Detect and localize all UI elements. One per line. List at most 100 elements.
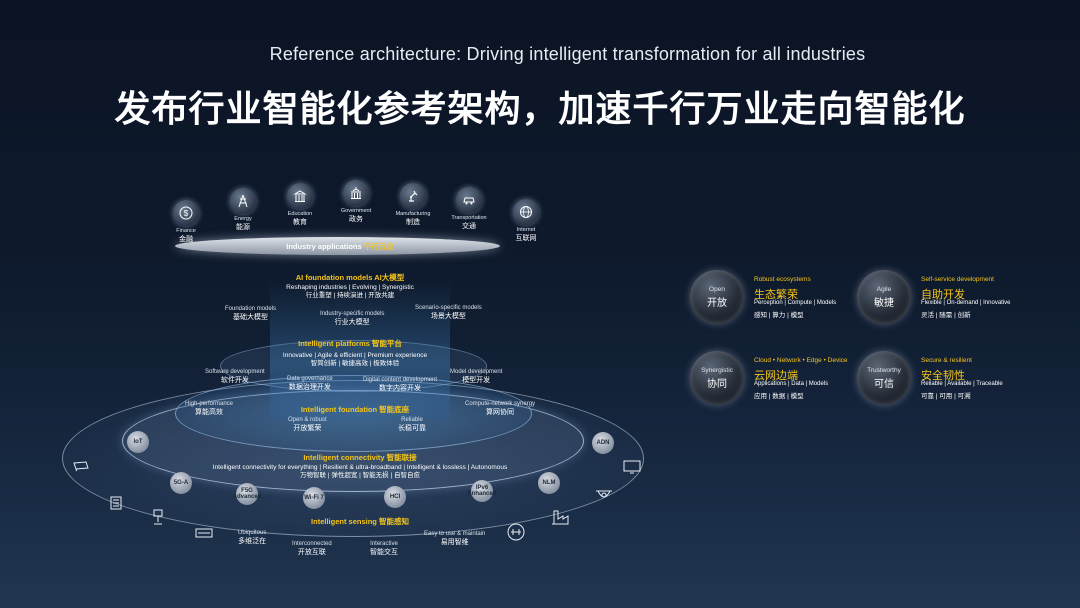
industry-label-en: Energy — [234, 216, 252, 222]
platforms-line-zh: 智简创新 | 敏捷高效 | 极致体验 — [310, 360, 400, 368]
open-robust-label: Open & robust 开放繁荣 — [288, 417, 327, 433]
tech-ipv6: IPv6 Enhanced — [468, 480, 496, 502]
robot-arm-icon — [400, 183, 426, 209]
industry-transportation: Transportation 交通 — [449, 187, 489, 231]
sensing-zh: 智能感知 — [378, 517, 409, 526]
industry-label-zh: 能源 — [236, 224, 250, 231]
industry-education: Education 教育 — [280, 183, 320, 227]
feature-detail-zh: 可靠 | 可用 | 可溯 — [921, 393, 971, 400]
tech-f5g: F5G Advanced — [233, 483, 261, 505]
building-sensor-icon — [108, 495, 124, 514]
connectivity-en: Intelligent connectivity — [303, 453, 385, 462]
tech-5ga: 5G-A — [170, 472, 192, 494]
industry-label-zh: 交通 — [462, 223, 476, 230]
label-en: Digital content development — [363, 377, 438, 383]
platforms-desc: Innovative | Agile & efficient | Premium… — [240, 352, 470, 369]
tech-hci: HCI — [384, 486, 406, 508]
car-icon — [456, 187, 482, 213]
label-en: High-performance — [185, 401, 234, 407]
easy-maintain-label: Easy to use & maintain 易用智维 — [424, 531, 485, 547]
feature-trustworthy: Trustworthy 可信 Secure & resilient 安全韧性 R… — [857, 351, 1027, 411]
industry-label-en: Government — [340, 208, 372, 214]
industry-label-en: Internet — [516, 227, 536, 233]
industry-label-zh: 制造 — [406, 219, 420, 226]
architecture-diagram: $ Finance 金融 Energy 能源 Education 教育 Gove… — [60, 175, 660, 575]
feature-detail-zh: 感知 | 算力 | 模型 — [754, 312, 804, 319]
factory-icon — [550, 508, 570, 529]
reliable-label: Reliable 长稳可靠 — [398, 417, 426, 433]
digital-content-label: Digital content development 数字内容开发 — [363, 377, 437, 393]
industry-energy: Energy 能源 — [223, 188, 263, 232]
label-en: Reliable — [401, 417, 423, 423]
label-en: Industry-specific models — [320, 311, 385, 317]
label-zh: 智能交互 — [370, 548, 398, 556]
label-en: Open & robust — [288, 417, 327, 423]
feature-orb: Agile 敏捷 — [857, 270, 911, 324]
industry-label-zh: 教育 — [293, 219, 307, 226]
connectivity-line-zh: 万物智联 | 弹性超宽 | 智能无损 | 自智自愈 — [300, 472, 420, 480]
feature-heading-en: Robust ecosystems — [754, 276, 811, 283]
ai-models-line-zh: 行业重塑 | 持续演进 | 开放共建 — [305, 292, 395, 300]
orb-label-zh: 敏捷 — [874, 298, 894, 309]
high-performance-label: High-performance 算能高效 — [185, 401, 233, 417]
orb-label-en: Agile — [876, 286, 892, 293]
label-zh: 长稳可靠 — [398, 424, 426, 432]
label-zh: 数字内容开发 — [379, 384, 422, 392]
connectivity-line-en: Intelligent connectivity for everything … — [212, 464, 508, 471]
globe-icon — [513, 199, 539, 225]
label-zh: 软件开发 — [220, 376, 249, 384]
industry-finance: $ Finance 金融 — [166, 200, 206, 244]
industry-label-zh: 金融 — [179, 236, 193, 243]
feature-heading-zh: 生态繁荣 — [754, 289, 798, 301]
feature-heading-en: Self-service development — [921, 276, 994, 283]
feature-heading-en: Secure & resilient — [921, 357, 972, 364]
monitor-icon — [622, 459, 642, 478]
feature-synergistic: Synergistic 协同 Cloud • Network • Edge • … — [690, 351, 855, 411]
label-en: Model development — [450, 369, 503, 375]
feature-detail-en: Perception | Compute | Models — [754, 300, 837, 306]
industry-label-en: Transportation — [451, 215, 487, 221]
connectivity-desc: Intelligent connectivity for everything … — [200, 464, 520, 481]
orb-label-en: Synergistic — [701, 367, 733, 374]
label-zh: 算网协同 — [486, 408, 515, 416]
foundation-title: Intelligent foundation 智能底座 — [250, 404, 460, 415]
model-dev-label: Model development 模型开发 — [450, 369, 502, 385]
sensing-en: Intelligent sensing — [311, 517, 377, 526]
label-en: Easy to use & maintain — [424, 531, 486, 537]
ubiquitous-label: Ubiquitous 多维泛在 — [238, 530, 266, 546]
foundation-models-label: Foundation models 基础大模型 — [225, 306, 276, 322]
label-zh: 数据治理开发 — [288, 383, 331, 391]
city-skyline-image — [270, 280, 450, 420]
orb-label-zh: 协同 — [707, 379, 727, 390]
tech-adn: ADN — [592, 432, 614, 454]
label-zh: 算能高效 — [195, 408, 224, 416]
feature-heading-zh: 安全韧性 — [921, 370, 965, 382]
orb-label-zh: 可信 — [874, 379, 894, 390]
robot-icon — [150, 508, 166, 529]
label-en: Data governance — [287, 376, 333, 382]
orb-label-zh: 开放 — [707, 298, 727, 309]
industry-internet: Internet 互联网 — [506, 199, 546, 243]
school-building-icon — [287, 183, 313, 209]
industry-label-en: Manufacturing — [395, 211, 431, 217]
platforms-title: Intelligent platforms 智能平台 — [250, 338, 450, 349]
feature-detail-zh: 灵活 | 随需 | 创新 — [921, 312, 971, 319]
dome-camera-icon — [594, 487, 614, 506]
label-zh: 开放繁荣 — [293, 424, 322, 432]
feature-agile: Agile 敏捷 Self-service development 自助开发 F… — [857, 270, 1027, 330]
government-building-icon — [343, 180, 369, 206]
industry-apps-title: Industry applications 千行万业 — [240, 241, 440, 252]
industry-apps-disc — [175, 237, 500, 255]
platform-ring — [220, 340, 487, 392]
tech-iot: IoT — [127, 431, 149, 453]
ai-models-title: AI foundation models AI大模型 — [240, 272, 460, 283]
industry-government: Government 政务 — [336, 180, 376, 224]
label-en: Software development — [205, 369, 265, 375]
industry-label-en: Education — [287, 211, 313, 217]
feature-detail-zh: 应用 | 数据 | 模型 — [754, 393, 804, 400]
ai-models-line-en: Reshaping industries | Evolving | Synerg… — [286, 284, 414, 291]
circuit-icon — [506, 522, 526, 545]
platforms-line-en: Innovative | Agile & efficient | Premium… — [282, 352, 428, 359]
interactive-label: Interactive 智能交互 — [370, 541, 398, 557]
label-zh: 模型开发 — [462, 376, 491, 384]
